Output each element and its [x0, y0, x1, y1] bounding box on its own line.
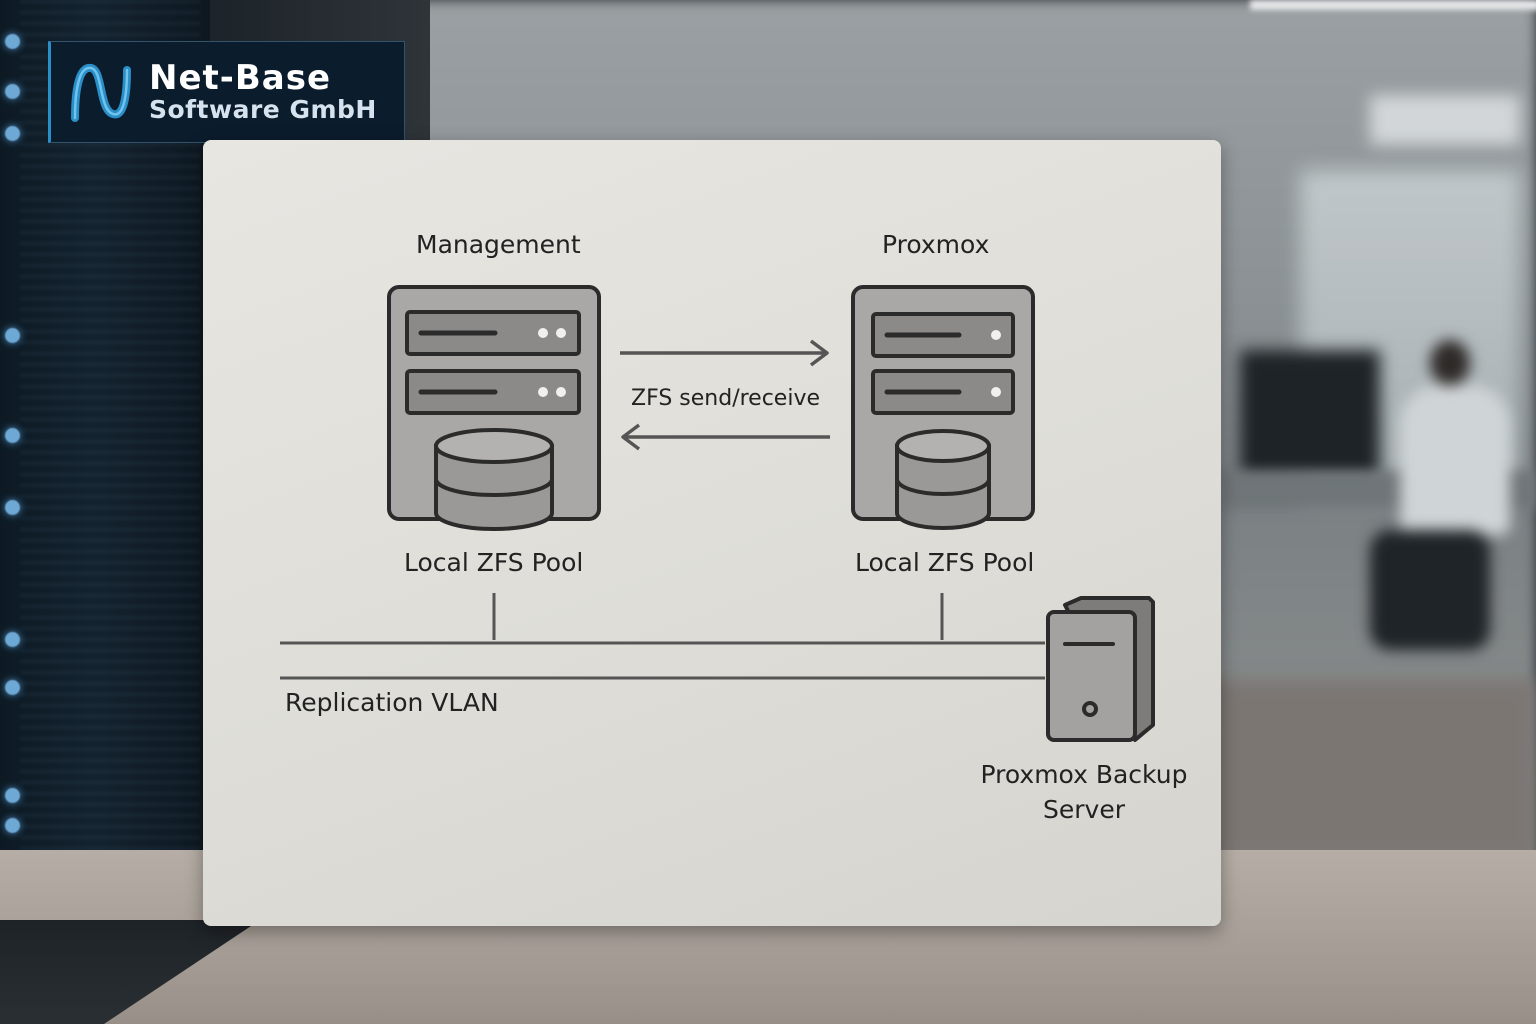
management-title: Management [416, 230, 581, 259]
management-storage-label: Local ZFS Pool [404, 548, 584, 577]
zfs-link-label: ZFS send/receive [631, 386, 821, 411]
proxmox-storage-label: Local ZFS Pool [855, 548, 1035, 577]
backup-server-label-line2: Server [1043, 795, 1125, 824]
backup-server-label-line1: Proxmox Backup [980, 760, 1188, 789]
ceiling-light [1370, 95, 1520, 145]
logo-company-subtitle: Software GmbH [149, 95, 377, 124]
backup-server-label: Proxmox Backup Server [969, 757, 1199, 827]
proxmox-zfs-pool-icon [895, 429, 991, 530]
diagram-board: Management Proxmox Local ZFS Pool Local … [203, 140, 1221, 926]
rack-led [5, 428, 20, 443]
company-logo: Net-Base Software GmbH [48, 41, 405, 143]
zfs-send-arrow-icon [620, 339, 829, 367]
rack-led [5, 84, 20, 99]
rack-led [5, 328, 20, 343]
rack-led [5, 680, 20, 695]
office-floor [1200, 680, 1536, 860]
rack-led [5, 632, 20, 647]
office-monitor [1240, 350, 1380, 480]
rack-led [5, 500, 20, 515]
backup-server-tower-icon [1046, 596, 1155, 742]
zfs-receive-arrow-icon [621, 423, 830, 451]
rack-led [5, 788, 20, 803]
proxmox-title: Proxmox [882, 230, 990, 259]
replication-vlan-lines [280, 593, 1045, 680]
rack-led [5, 34, 20, 49]
office-person [1360, 340, 1510, 680]
ceiling-light [1250, 0, 1536, 10]
management-zfs-pool-icon [434, 428, 554, 531]
diagram-graphics [280, 285, 1155, 742]
rack-led [5, 126, 20, 141]
logo-company-name: Net-Base [149, 58, 332, 98]
n-wave-logo-icon [71, 64, 131, 122]
replication-vlan-label: Replication VLAN [285, 688, 499, 717]
rack-led [5, 818, 20, 833]
